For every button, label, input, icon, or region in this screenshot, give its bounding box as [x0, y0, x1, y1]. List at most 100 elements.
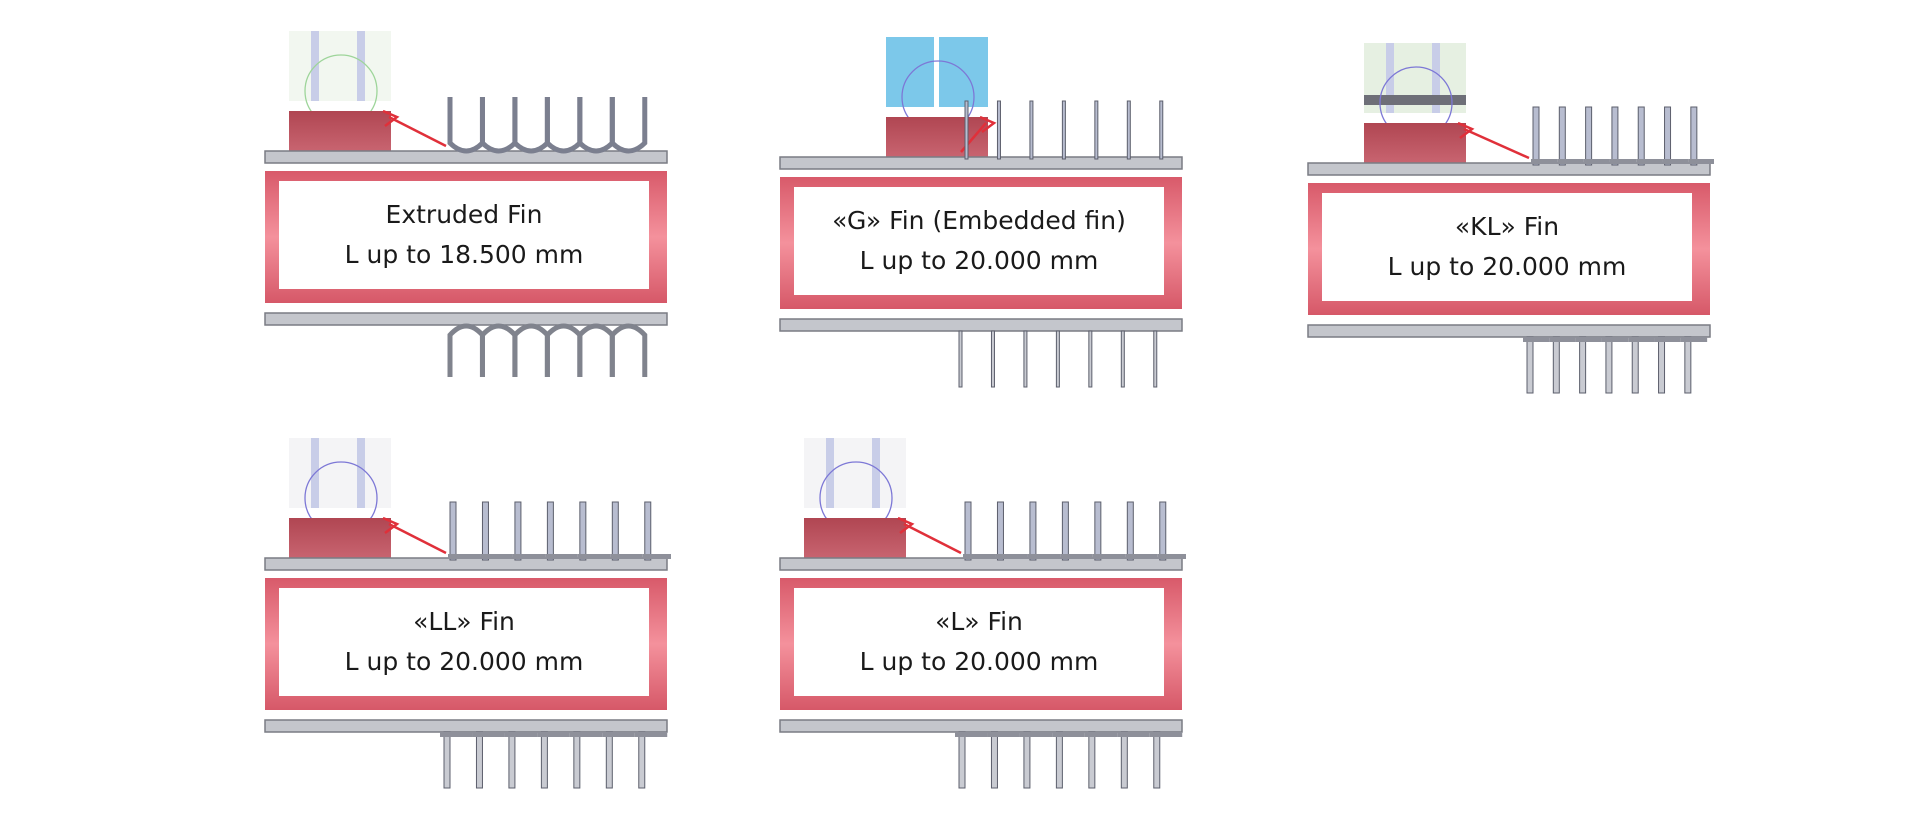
lower-fin	[508, 731, 516, 789]
fin-foot	[1092, 554, 1126, 559]
lower-fin	[958, 731, 966, 789]
lower-fin	[1088, 330, 1093, 388]
fin-root-block	[886, 117, 988, 157]
inset-base	[1364, 95, 1466, 105]
lower-fin	[475, 731, 483, 789]
arrow-head	[382, 516, 400, 534]
fin-length: L up to 20.000 mm	[344, 647, 584, 676]
fin-length: L up to 20.000 mm	[859, 647, 1099, 676]
fin-foot	[1531, 159, 1558, 164]
lower-fin	[447, 323, 485, 377]
arrow-head	[382, 109, 400, 127]
kl-fin-panel: «KL» Fin L up to 20.000 mm	[1304, 43, 1714, 403]
fin-foot	[602, 732, 635, 737]
fin-foot	[1117, 732, 1150, 737]
lower-fin	[1023, 731, 1031, 789]
upper-fin	[1637, 106, 1645, 166]
lower-fin	[1120, 330, 1125, 388]
lower-fin	[443, 731, 451, 789]
g-fin-drawing	[779, 37, 1183, 388]
fin-foot	[1636, 159, 1663, 164]
fin-foot	[1060, 554, 1093, 559]
lower-fin	[1579, 336, 1587, 394]
upper-fin	[996, 100, 1001, 160]
fin-root-block	[289, 518, 391, 558]
fin-foot	[545, 554, 578, 559]
fin-foot	[577, 554, 611, 559]
lower-fin	[1023, 330, 1028, 388]
inset-fin	[357, 31, 365, 101]
lower-tube-wall	[779, 719, 1183, 733]
upper-fin	[447, 97, 485, 154]
ll-fin-drawing	[264, 438, 671, 789]
extruded-fin-panel: Extruded Fin L up to 18.500 mm	[261, 31, 671, 391]
upper-fin	[577, 97, 615, 154]
upper-fin	[1126, 501, 1134, 561]
upper-fin	[644, 501, 652, 561]
upper-fin	[1664, 106, 1672, 166]
fin-foot	[610, 554, 643, 559]
fin-root-block	[804, 518, 906, 558]
fin-foot	[642, 554, 671, 559]
fin-foot	[472, 732, 505, 737]
fin-foot	[480, 554, 513, 559]
upper-tube-wall	[1307, 162, 1711, 176]
inset-fin	[1432, 43, 1440, 113]
upper-fin	[609, 97, 648, 154]
fin-foot	[1583, 159, 1610, 164]
fin-foot	[512, 554, 546, 559]
fin-length: L up to 20.000 mm	[859, 246, 1099, 275]
fin-foot	[634, 732, 668, 737]
lower-fin	[540, 731, 548, 789]
lower-tube-wall	[264, 312, 668, 326]
lower-fin	[1552, 336, 1560, 394]
fin-title: Extruded Fin	[385, 200, 543, 229]
fin-foot	[1609, 159, 1637, 164]
lower-fin	[1631, 336, 1639, 394]
fin-foot	[1549, 337, 1576, 342]
lower-fin	[512, 323, 550, 377]
lower-fin	[958, 330, 963, 388]
fin-foot	[504, 732, 538, 737]
lower-fin	[1684, 336, 1692, 394]
embedded-slot	[934, 37, 939, 107]
fin-foot	[987, 732, 1020, 737]
fin-length: L up to 18.500 mm	[344, 240, 584, 269]
upper-fin	[1159, 501, 1167, 561]
upper-fin	[544, 97, 583, 154]
arrow-head	[897, 516, 915, 534]
upper-fin	[479, 97, 518, 154]
lower-tube-wall	[1307, 324, 1711, 338]
fin-foot	[1662, 159, 1689, 164]
lower-fin	[1153, 731, 1161, 789]
upper-fin	[1159, 100, 1164, 160]
pointer-arrow	[388, 115, 447, 148]
lower-fin	[1055, 731, 1063, 789]
inset-fin	[357, 438, 365, 508]
lower-fin	[1055, 330, 1060, 388]
upper-fin	[449, 501, 457, 561]
lower-fin	[1658, 336, 1666, 394]
g-fin-panel: «G» Fin (Embedded fin) L up to 20.000 mm	[776, 37, 1186, 397]
lower-fin	[605, 731, 613, 789]
lower-fin	[1605, 336, 1613, 394]
lower-fin	[577, 323, 615, 377]
kl-fin-drawing	[1307, 43, 1714, 394]
upper-tube-wall	[779, 557, 1183, 571]
fin-foot	[1157, 554, 1186, 559]
fin-foot	[1557, 159, 1584, 164]
fin-root-block	[1364, 123, 1466, 163]
fin-foot	[1019, 732, 1053, 737]
inset-fin	[872, 438, 880, 508]
upper-fin	[1532, 106, 1540, 166]
fin-foot	[537, 732, 570, 737]
upper-fin	[964, 100, 969, 160]
upper-tube-wall	[779, 156, 1183, 170]
lower-fin	[1526, 336, 1534, 394]
upper-fin	[1585, 106, 1593, 166]
label-background	[1322, 193, 1692, 301]
upper-fin	[579, 501, 587, 561]
fin-label: Extruded Fin L up to 18.500 mm	[279, 181, 649, 289]
label-background	[794, 588, 1164, 696]
fin-label: «KL» Fin L up to 20.000 mm	[1322, 193, 1692, 301]
